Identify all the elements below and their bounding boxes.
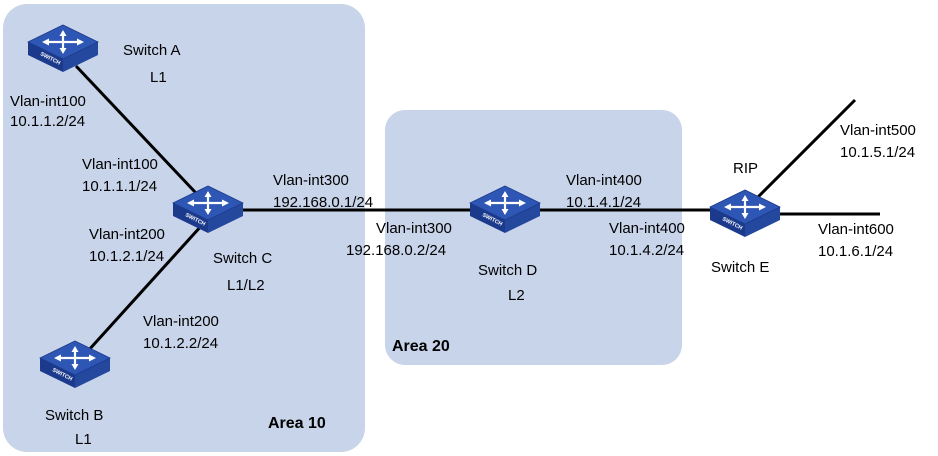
intf-a-ip: 10.1.1.2/24 bbox=[10, 113, 85, 130]
intf-d400-name: Vlan-int400 bbox=[566, 172, 642, 189]
link-c-b bbox=[76, 212, 214, 364]
intf-c300-name: Vlan-int300 bbox=[273, 172, 349, 189]
link-a-c bbox=[74, 64, 214, 212]
switch-a-name: Switch A bbox=[123, 42, 181, 59]
area-10-region bbox=[3, 4, 365, 452]
area-20-region bbox=[385, 110, 682, 365]
intf-d300-name: Vlan-int300 bbox=[376, 220, 452, 237]
switch-b-level: L1 bbox=[75, 431, 92, 448]
intf-d400-ip: 10.1.4.1/24 bbox=[566, 194, 641, 211]
rip-label: RIP bbox=[733, 160, 758, 177]
intf-e500-ip: 10.1.5.1/24 bbox=[840, 144, 915, 161]
intf-c100-ip: 10.1.1.1/24 bbox=[82, 178, 157, 195]
intf-c200-name: Vlan-int200 bbox=[89, 226, 165, 243]
intf-e600-ip: 10.1.6.1/24 bbox=[818, 243, 893, 260]
area-10-label: Area 10 bbox=[268, 415, 326, 432]
switch-c-level: L1/L2 bbox=[227, 277, 265, 294]
intf-b-name: Vlan-int200 bbox=[143, 313, 219, 330]
switch-c-icon: SWITCH bbox=[171, 184, 245, 235]
switch-b-name: Switch B bbox=[45, 407, 103, 424]
intf-c300-ip: 192.168.0.1/24 bbox=[273, 194, 373, 211]
switch-e-name: Switch E bbox=[711, 259, 769, 276]
link-e-500 bbox=[743, 98, 857, 212]
switch-e-icon: SWITCH bbox=[708, 188, 782, 239]
intf-b-ip: 10.1.2.2/24 bbox=[143, 335, 218, 352]
intf-e500-name: Vlan-int500 bbox=[840, 122, 916, 139]
intf-a-name: Vlan-int100 bbox=[10, 93, 86, 110]
intf-e400-ip: 10.1.4.2/24 bbox=[609, 242, 684, 259]
switch-d-icon: SWITCH bbox=[468, 184, 542, 235]
intf-c200-ip: 10.1.2.1/24 bbox=[89, 248, 164, 265]
switch-c-name: Switch C bbox=[213, 250, 272, 267]
switch-a-icon: SWITCH bbox=[26, 23, 100, 74]
intf-e400-name: Vlan-int400 bbox=[609, 220, 685, 237]
switch-d-level: L2 bbox=[508, 287, 525, 304]
intf-d300-ip: 192.168.0.2/24 bbox=[346, 242, 446, 259]
switch-d-name: Switch D bbox=[478, 262, 537, 279]
switch-b-icon: SWITCH bbox=[38, 339, 112, 390]
intf-c100-name: Vlan-int100 bbox=[82, 156, 158, 173]
area-20-label: Area 20 bbox=[392, 338, 450, 355]
switch-a-level: L1 bbox=[150, 69, 167, 86]
intf-e600-name: Vlan-int600 bbox=[818, 221, 894, 238]
